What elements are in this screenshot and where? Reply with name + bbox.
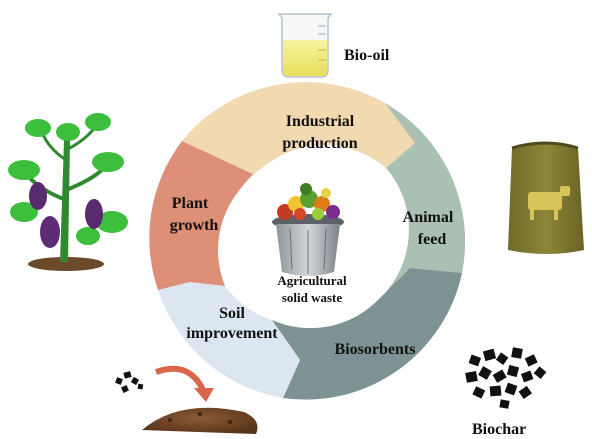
center-label-line2: solid waste [282,290,343,305]
waste-bin-icon [272,183,344,276]
segment-industrial-production [182,82,415,175]
cow-icon [528,186,570,220]
biosorbents-label: Biosorbents [335,341,416,358]
segment-soil-improvement [158,282,300,398]
biochar-label: Biochar [472,421,526,438]
curved-arrow-head [194,388,214,402]
soil-mound-icon [142,407,258,434]
eggplant-plant-icon [8,113,128,271]
animal-label-line2: feed [418,231,447,248]
industrial-label-line2: production [282,135,357,152]
soil-label-line2: improvement [186,325,278,342]
feed-sack-icon [508,141,584,254]
beaker-icon [277,13,333,78]
char-chunks-icon [115,371,144,393]
plant-label-line2: growth [170,217,219,234]
biooil-label: Bio-oil [344,47,390,64]
plant-label-line1: Plant [172,195,209,212]
biochar-pile-icon [465,347,547,409]
segment-animal-feed [378,103,466,300]
segment-plant-growth [149,141,255,290]
segment-biosorbents [272,268,462,400]
animal-label-line1: Animal [403,209,454,226]
industrial-label-line1: Industrial [286,113,355,130]
soil-label-line1: Soil [219,305,245,322]
curved-arrow-icon [155,365,207,394]
center-label-line1: Agricultural [277,273,347,288]
